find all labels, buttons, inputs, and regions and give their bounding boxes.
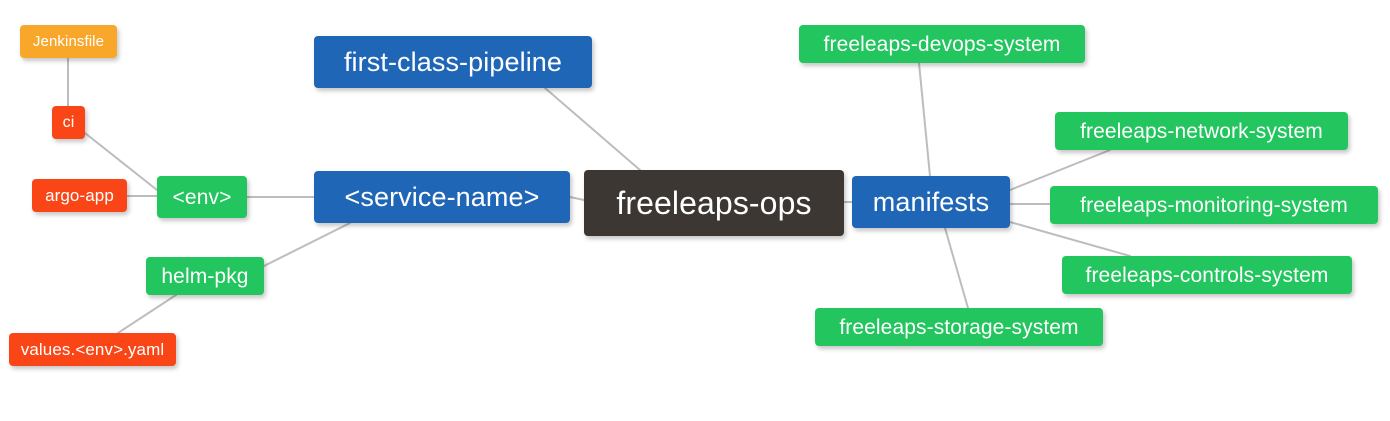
node-service-name[interactable]: <service-name> xyxy=(314,171,570,223)
node-label-freeleaps-monitoring-system: freeleaps-monitoring-system xyxy=(1080,193,1348,217)
node-label-argo-app: argo-app xyxy=(45,186,114,205)
node-label-service-name: <service-name> xyxy=(344,181,540,212)
node-freeleaps-network-system[interactable]: freeleaps-network-system xyxy=(1055,112,1348,150)
edge-freeleaps-ops-to-first-class-pipeline xyxy=(544,87,641,171)
node-argo-app[interactable]: argo-app xyxy=(32,179,127,212)
edge-manifests-to-freeleaps-devops-system xyxy=(918,62,931,177)
node-manifests[interactable]: manifests xyxy=(852,176,1010,228)
node-label-helm-pkg: helm-pkg xyxy=(161,264,249,288)
node-values-env-yaml[interactable]: values.<env>.yaml xyxy=(9,333,176,366)
node-ci[interactable]: ci xyxy=(52,106,85,139)
node-label-freeleaps-ops: freeleaps-ops xyxy=(616,185,812,221)
node-label-freeleaps-devops-system: freeleaps-devops-system xyxy=(823,32,1061,56)
node-freeleaps-storage-system[interactable]: freeleaps-storage-system xyxy=(815,308,1103,346)
edge-helm-pkg-to-values-env-yaml xyxy=(117,294,177,334)
node-freeleaps-ops[interactable]: freeleaps-ops xyxy=(584,170,844,236)
edge-freeleaps-ops-to-service-name xyxy=(569,196,585,201)
node-label-freeleaps-controls-system: freeleaps-controls-system xyxy=(1085,263,1329,287)
edge-manifests-to-freeleaps-controls-system xyxy=(1009,221,1131,257)
node-label-env: <env> xyxy=(172,185,232,209)
node-freeleaps-devops-system[interactable]: freeleaps-devops-system xyxy=(799,25,1085,63)
node-label-freeleaps-storage-system: freeleaps-storage-system xyxy=(839,315,1079,339)
node-label-values-env-yaml: values.<env>.yaml xyxy=(20,340,165,359)
node-helm-pkg[interactable]: helm-pkg xyxy=(146,257,264,295)
node-env[interactable]: <env> xyxy=(157,176,247,218)
node-first-class-pipeline[interactable]: first-class-pipeline xyxy=(314,36,592,88)
node-label-manifests: manifests xyxy=(872,186,990,217)
node-jenkinsfile[interactable]: Jenkinsfile xyxy=(20,25,117,58)
node-freeleaps-controls-system[interactable]: freeleaps-controls-system xyxy=(1062,256,1352,294)
node-label-first-class-pipeline: first-class-pipeline xyxy=(343,46,563,77)
node-freeleaps-monitoring-system[interactable]: freeleaps-monitoring-system xyxy=(1050,186,1378,224)
node-label-freeleaps-network-system: freeleaps-network-system xyxy=(1080,119,1323,143)
node-label-jenkinsfile: Jenkinsfile xyxy=(32,33,105,50)
edge-manifests-to-freeleaps-storage-system xyxy=(944,227,969,309)
edge-manifests-to-freeleaps-network-system xyxy=(1009,149,1111,191)
edge-service-name-to-helm-pkg xyxy=(263,222,351,267)
node-label-ci: ci xyxy=(62,113,75,131)
